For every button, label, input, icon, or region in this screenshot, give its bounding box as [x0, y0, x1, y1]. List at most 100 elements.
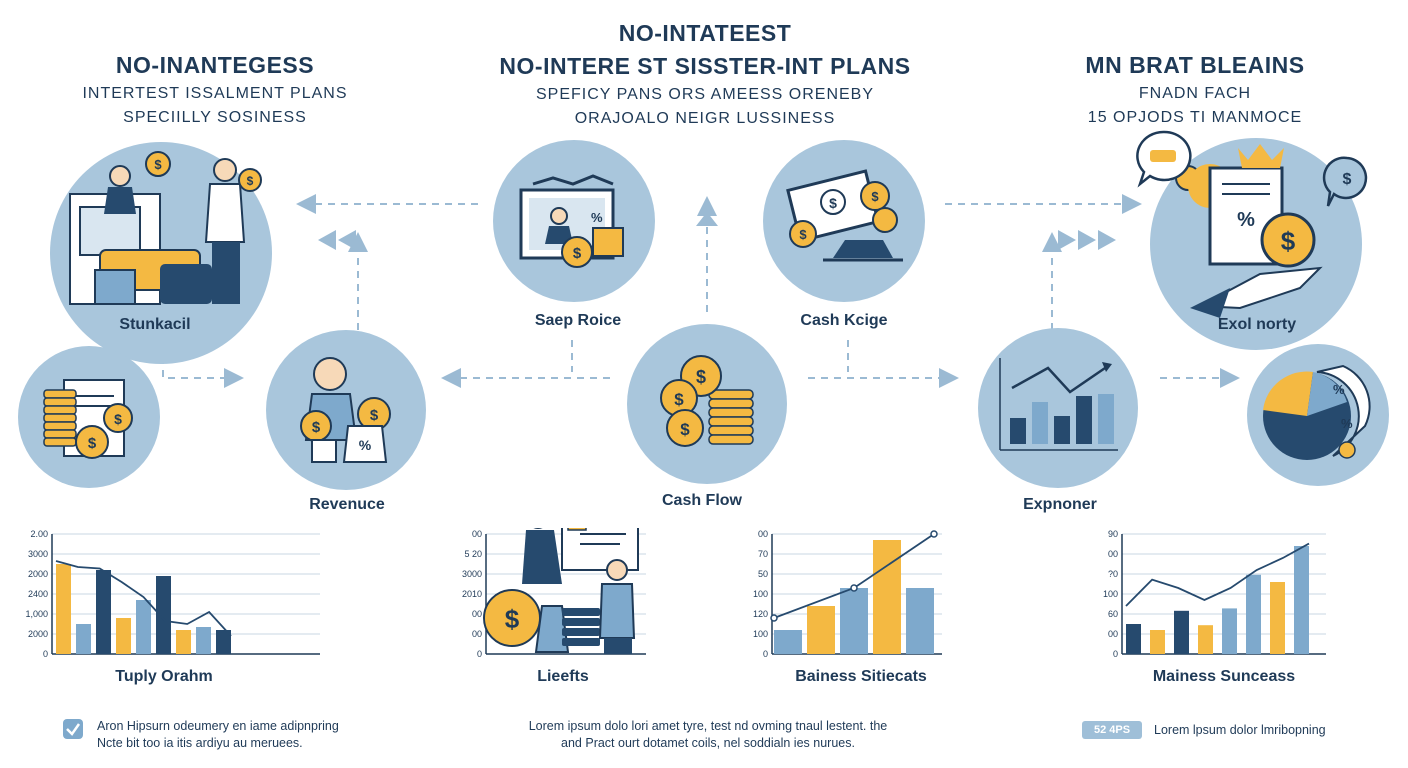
chart-3-title: Bainess Sitiecats [795, 668, 927, 685]
header-left-subtitle-2: SPECIILLY SOSINESS [123, 109, 307, 126]
y-tick-label: ?0 [1108, 569, 1118, 579]
y-tick-label: 00 [472, 629, 482, 639]
chart-bar [136, 600, 151, 654]
svg-text:$: $ [154, 157, 162, 172]
footer-center-text: Lorem ipsum dolo lori amet tyre, test nd… [478, 718, 938, 752]
chart-bar [873, 540, 901, 654]
chart-bar [196, 627, 211, 654]
coin-stack-notepad-illustration: $ $ [43, 379, 133, 459]
chart-bar [1174, 610, 1189, 654]
svg-text:$: $ [88, 435, 97, 452]
footer-center-line2: and Pract ourt dotamet coils, nel soddia… [561, 736, 855, 750]
chart-bar [96, 570, 111, 654]
footer-right-text: Lorem lpsum dolor lmribopning [1154, 723, 1326, 737]
chart-bar [216, 630, 231, 654]
label-saep-roice: Saep Roice [534, 312, 622, 329]
svg-text:%: % [1333, 382, 1345, 397]
y-tick-label: 5 20 [464, 549, 482, 559]
pie-percent-illustration: % % [1263, 364, 1371, 460]
chart-bar [116, 618, 131, 654]
label-revenuce: Revenuce [309, 496, 385, 513]
circle-revenuce: $ $ % [266, 330, 426, 490]
svg-text:$: $ [312, 419, 321, 436]
y-tick-label: 3000 [28, 549, 48, 559]
y-tick-label: 00 [1108, 629, 1118, 639]
circle-coin-stack: $ $ [18, 346, 160, 488]
header-center: NO-INTATEEST NO-INTERE ST SISSTER-INT PL… [450, 20, 960, 128]
check-icon [63, 719, 83, 739]
header-right-subtitle: FNADN FACH [1138, 85, 1252, 102]
y-tick-label: 2400 [28, 589, 48, 599]
y-tick-label: 0 [477, 649, 482, 659]
svg-text:$: $ [680, 420, 690, 439]
y-tick-label: 00 [1108, 549, 1118, 559]
people-coins-illustration: $ $ [69, 151, 262, 305]
chart-bar [1126, 624, 1141, 654]
circle-stunkacil: $ $ [50, 142, 272, 364]
label-expnoner: Expnoner [1023, 496, 1097, 513]
chart-trend-line [1125, 542, 1310, 607]
svg-text:$: $ [1281, 226, 1296, 256]
svg-text:$: $ [829, 195, 837, 211]
y-tick-label: 00 [472, 609, 482, 619]
svg-text:%: % [591, 210, 603, 225]
circle-expnoner [978, 328, 1138, 488]
svg-text:$: $ [799, 227, 807, 242]
header-left-title: NO-INANTEGESS [115, 52, 315, 78]
y-tick-label: 1,000 [25, 609, 48, 619]
header-center-subtitle-2: ORAJOALO NEIGR LUSSINESS [574, 110, 836, 127]
y-tick-label: 0 [763, 649, 768, 659]
y-tick-label: 120 [753, 609, 768, 619]
label-stunkacil: Stunkacil [119, 316, 191, 333]
person-coins-illustration: $ [483, 528, 639, 654]
header-center-overline: NO-INTATEEST [618, 20, 792, 46]
chart-bar [774, 630, 802, 654]
chart-bar [906, 588, 934, 654]
y-tick-label: 0 [43, 649, 48, 659]
footer-badge: 52 4PS [1082, 721, 1142, 739]
svg-text:$: $ [370, 407, 379, 424]
chart-bar [840, 588, 868, 654]
chart-point [930, 530, 938, 538]
chart-bar [56, 564, 71, 654]
circle-saep-roice: % $ [493, 140, 655, 302]
chart-2-title: Lieefts [537, 668, 589, 685]
svg-text:$: $ [573, 245, 582, 262]
svg-text:%: % [1237, 209, 1255, 231]
y-tick-label: 2000 [28, 629, 48, 639]
header-center-subtitle: SPEFICY PANS ORS AMEESS ORENEBY [535, 86, 875, 103]
header-right-title: MN BRAT BLEAINS [1085, 52, 1305, 78]
chart-1-title: Tuply Orahm [115, 668, 213, 685]
svg-text:%: % [359, 437, 372, 453]
chart-bar [807, 606, 835, 654]
svg-text:$: $ [871, 189, 879, 204]
label-cash-flow: Cash Flow [661, 492, 742, 509]
footer-left-line2: Ncte bit too ia itis ardiyu au meruees. [97, 736, 303, 750]
coins-pile-illustration: $ $ $ [660, 355, 754, 447]
chart-bar [76, 624, 91, 654]
svg-text:$: $ [674, 390, 684, 409]
chart-4-title: Mainess Sunceass [1152, 668, 1296, 685]
svg-text:$: $ [696, 367, 706, 387]
chart-bar [1246, 574, 1261, 654]
svg-text:$: $ [505, 604, 520, 634]
svg-text:$: $ [114, 411, 122, 427]
y-tick-label: 100 [1103, 589, 1118, 599]
svg-text:%: % [1341, 416, 1353, 431]
header-right: MN BRAT BLEAINS FNADN FACH 15 OPJODS TI … [1050, 52, 1340, 127]
chart-bar [1198, 625, 1213, 654]
circle-pie: % % [1247, 344, 1389, 486]
y-tick-label: 00 [472, 529, 482, 539]
svg-text:$: $ [247, 174, 254, 188]
chart-trend-line [55, 560, 232, 637]
y-tick-label: 00 [758, 529, 768, 539]
mini-bar-chart-illustration [999, 358, 1118, 451]
document-percent-illustration: % $ [1175, 144, 1323, 318]
footer-left-text: Aron Hipsurn odeumery en iame adipnpring… [97, 718, 387, 752]
y-tick-label: 100 [753, 629, 768, 639]
